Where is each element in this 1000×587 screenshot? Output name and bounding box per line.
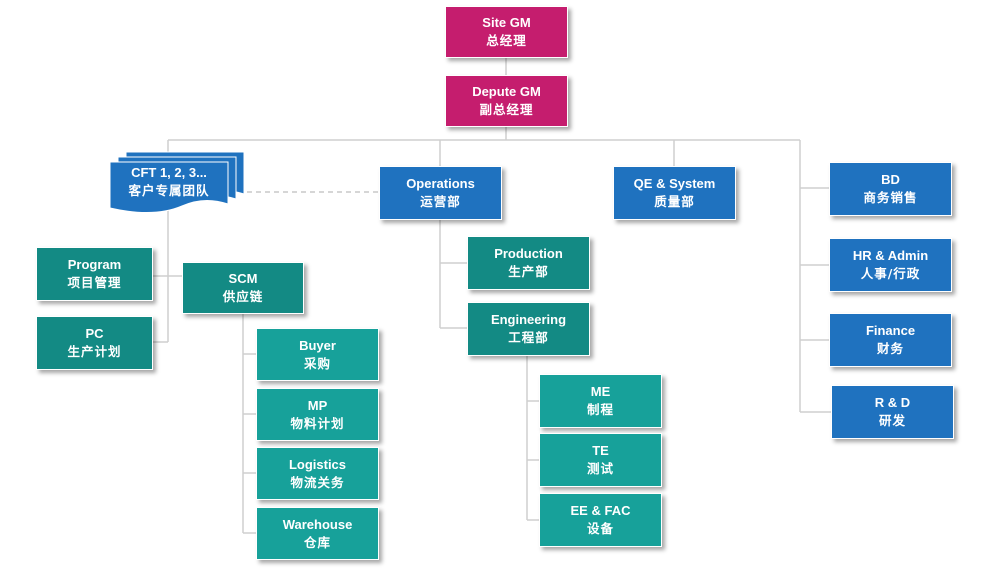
production-title-zh: 生产部 xyxy=(508,264,549,279)
qe-system-box: QE & System 质量部 xyxy=(613,166,736,220)
site-gm-box: Site GM 总经理 xyxy=(445,6,568,58)
cft-label: CFT 1, 2, 3... 客户专属团队 xyxy=(110,164,228,200)
scm-box: SCM 供应链 xyxy=(182,262,304,314)
logistics-title-zh: 物流关务 xyxy=(290,474,345,490)
finance-title-zh: 财务 xyxy=(876,341,904,356)
bd-title-zh: 商务销售 xyxy=(863,190,918,205)
operations-title: Operations xyxy=(406,176,475,191)
ee-fac-box: EE & FAC 设备 xyxy=(539,493,662,547)
scm-title-zh: 供应链 xyxy=(222,289,264,304)
mp-box: MP 物料计划 xyxy=(256,388,379,441)
cft-title: CFT 1, 2, 3... xyxy=(131,165,207,180)
production-title: Production xyxy=(494,246,563,261)
buyer-title: Buyer xyxy=(299,337,336,353)
pc-title-zh: 生产计划 xyxy=(67,344,122,359)
ee-fac-title: EE & FAC xyxy=(570,503,631,518)
engineering-title: Engineering xyxy=(490,312,567,327)
logistics-title: Logistics xyxy=(288,456,347,472)
program-title-zh: 项目管理 xyxy=(67,275,122,290)
te-box: TE 测试 xyxy=(539,433,662,487)
bd-title: BD xyxy=(881,172,900,187)
te-title-zh: 测试 xyxy=(586,461,614,476)
logistics-box: Logistics 物流关务 xyxy=(256,447,379,500)
scm-title: SCM xyxy=(228,271,258,286)
program-title: Program xyxy=(67,257,122,272)
pc-title: PC xyxy=(85,326,104,341)
hr-admin-title-zh: 人事/行政 xyxy=(860,266,921,281)
engineering-title-zh: 工程部 xyxy=(508,330,549,345)
multi-document-shape xyxy=(109,151,245,214)
te-title: TE xyxy=(592,443,609,458)
qe-system-title: QE & System xyxy=(633,176,716,191)
mp-title: MP xyxy=(307,397,328,413)
mp-title-zh: 物料计划 xyxy=(290,415,345,431)
rnd-title-zh: 研发 xyxy=(878,413,906,428)
cft-title-zh: 客户专属团队 xyxy=(128,183,210,198)
me-title-zh: 制程 xyxy=(586,402,614,417)
buyer-box: Buyer 采购 xyxy=(256,328,379,381)
engineering-box: Engineering 工程部 xyxy=(467,302,590,356)
hr-admin-title: HR & Admin xyxy=(852,248,929,263)
rnd-box: R & D 研发 xyxy=(831,385,954,439)
rnd-title: R & D xyxy=(874,395,911,410)
warehouse-title: Warehouse xyxy=(282,516,353,532)
site-gm-title: Site GM xyxy=(482,15,531,30)
depute-gm-box: Depute GM 副总经理 xyxy=(445,75,568,127)
depute-gm-title-zh: 副总经理 xyxy=(479,102,534,117)
ee-fac-title-zh: 设备 xyxy=(586,521,614,536)
operations-title-zh: 运营部 xyxy=(420,194,461,209)
qe-system-title-zh: 质量部 xyxy=(654,194,695,209)
finance-title: Finance xyxy=(865,323,916,338)
me-title: ME xyxy=(590,384,611,399)
operations-box: Operations 运营部 xyxy=(379,166,502,220)
pc-box: PC 生产计划 xyxy=(36,316,153,370)
site-gm-title-zh: 总经理 xyxy=(486,33,527,48)
depute-gm-title: Depute GM xyxy=(472,84,541,99)
me-box: ME 制程 xyxy=(539,374,662,428)
program-box: Program 项目管理 xyxy=(36,247,153,301)
hr-admin-box: HR & Admin 人事/行政 xyxy=(829,238,952,292)
buyer-title-zh: 采购 xyxy=(303,355,331,371)
warehouse-title-zh: 仓库 xyxy=(303,534,331,550)
production-box: Production 生产部 xyxy=(467,236,590,290)
finance-box: Finance 财务 xyxy=(829,313,952,367)
warehouse-box: Warehouse 仓库 xyxy=(256,507,379,560)
bd-box: BD 商务销售 xyxy=(829,162,952,216)
cft-box: CFT 1, 2, 3... 客户专属团队 xyxy=(109,151,245,214)
